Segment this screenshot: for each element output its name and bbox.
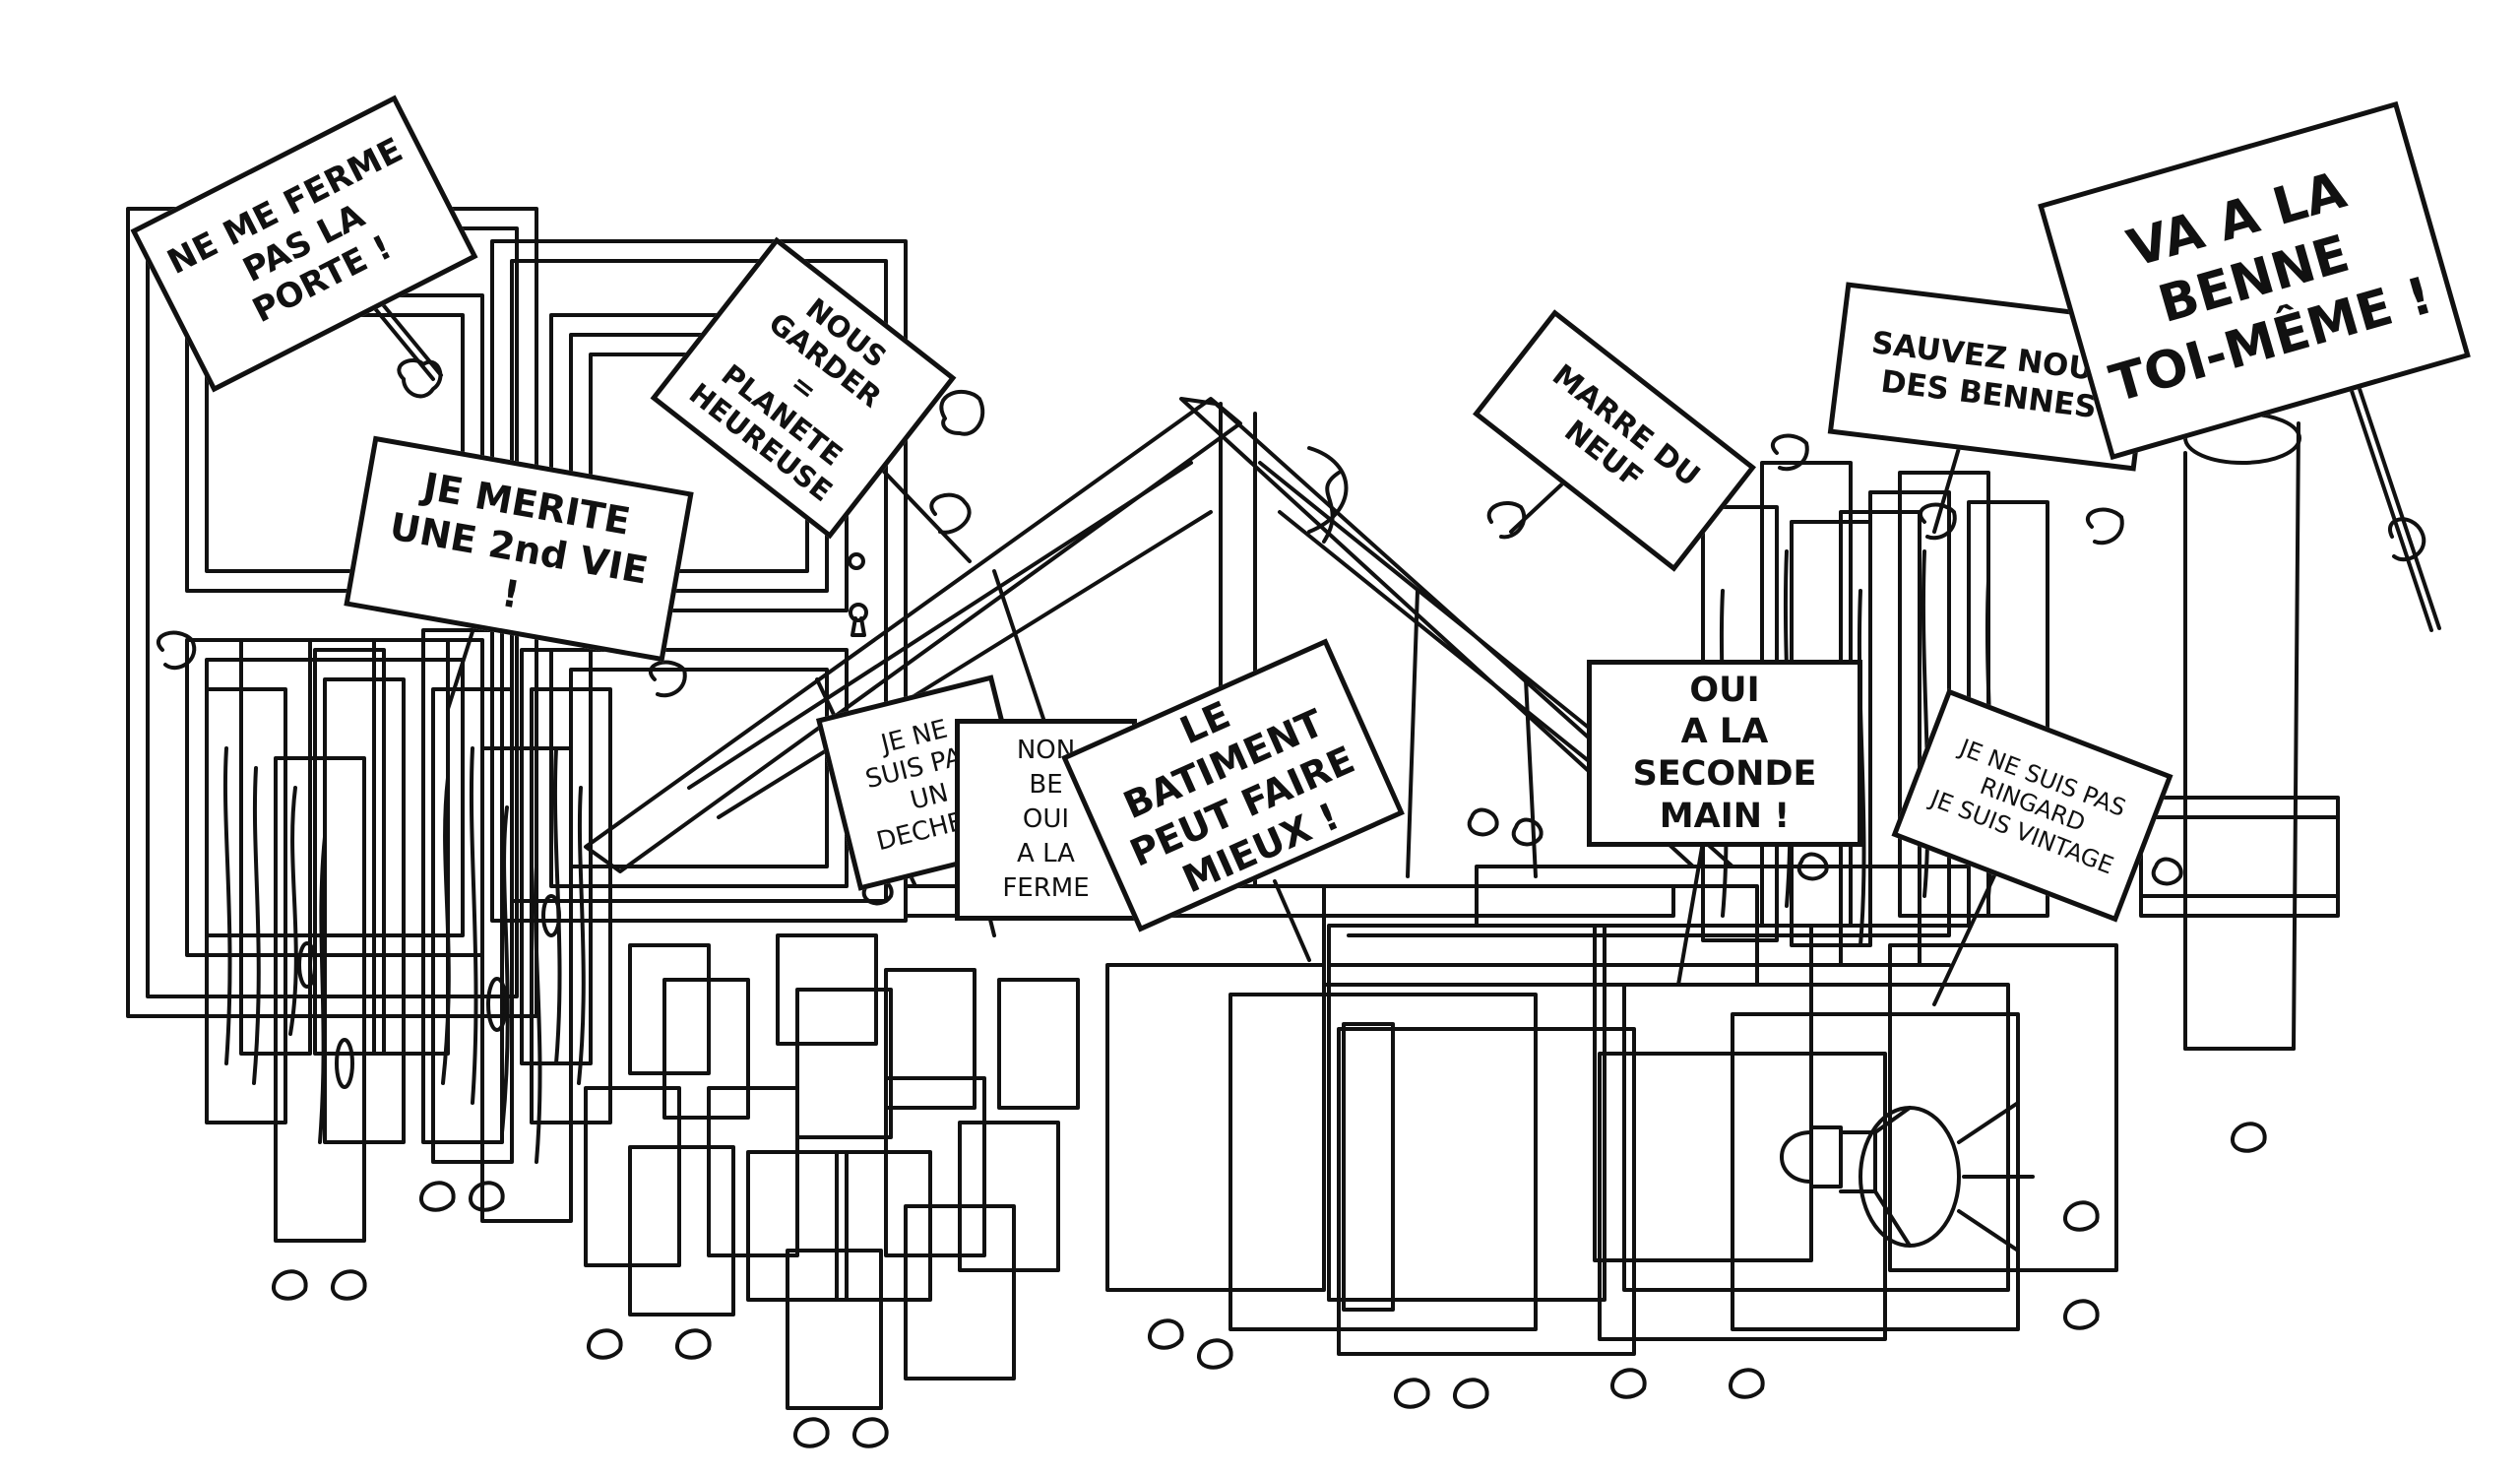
sign-oui-seconde-main: OUI A LA SECONDE MAIN ! — [1587, 660, 1862, 847]
pipe-character — [2139, 412, 2340, 1051]
sign-oui-seconde-main-text: OUI A LA SECONDE MAIN ! — [1632, 670, 1817, 836]
box-crowd — [584, 933, 1080, 1410]
sign-je-merite-text: JE MERITE UNE 2nd VIE ! — [386, 464, 652, 617]
sign-va-a-la-benne-text: VA A LA BENNE TOI-MÊME ! — [2104, 161, 2439, 415]
megaphone — [1780, 1101, 2035, 1252]
sign-ringard-vintage-text: JE NE SUIS PAS RINGARD JE SUIS VINTAGE — [1926, 734, 2130, 880]
fists — [157, 358, 2426, 698]
feet — [272, 1122, 2267, 1448]
plank-crowd — [205, 628, 612, 1243]
